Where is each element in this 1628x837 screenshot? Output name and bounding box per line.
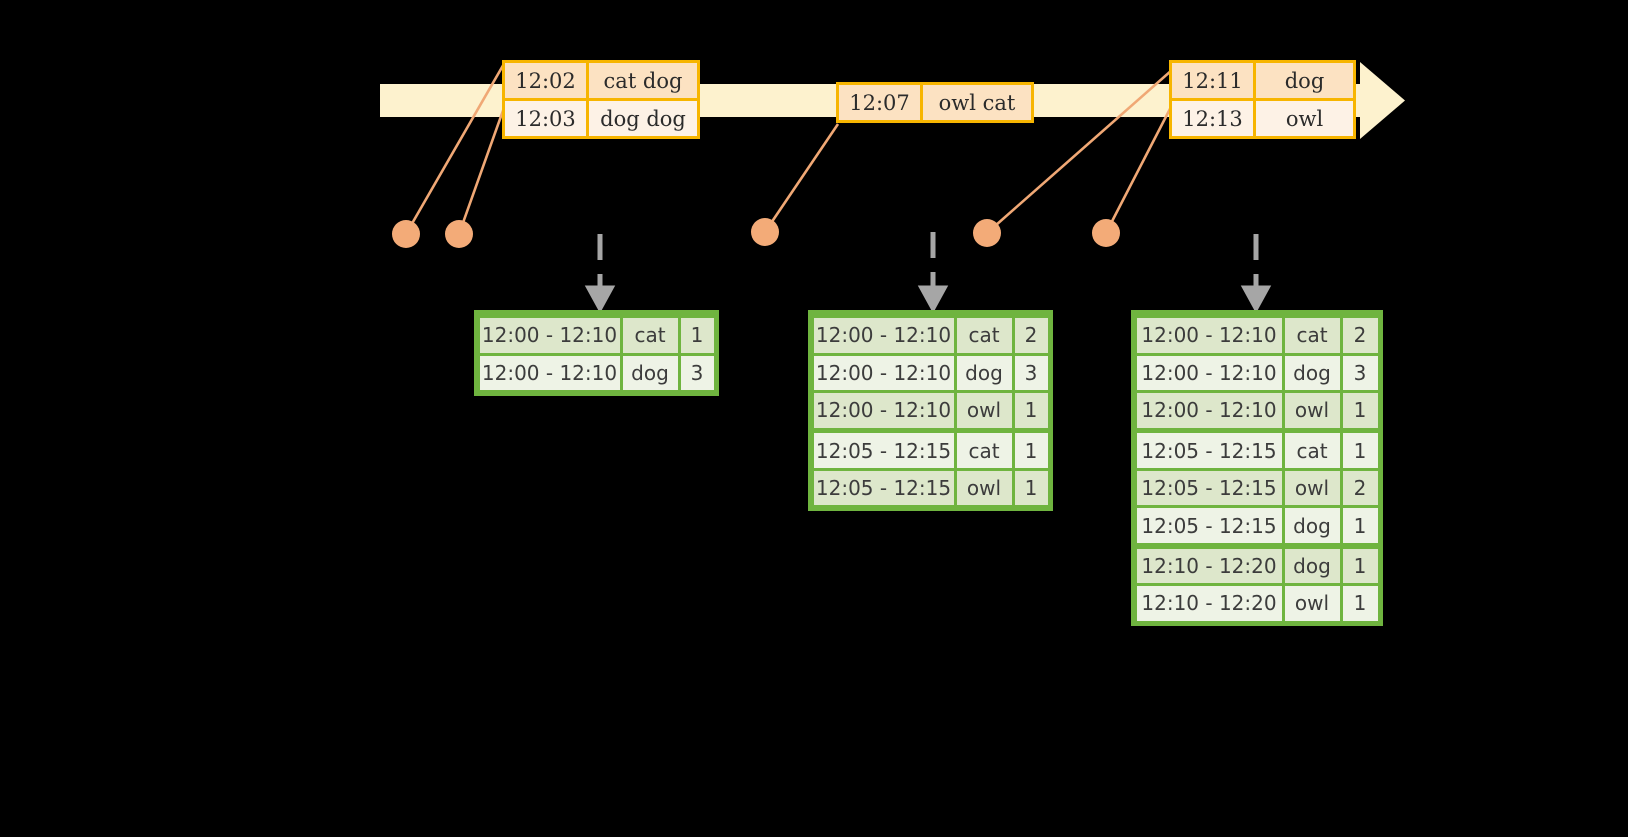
event-words: owl cat: [923, 85, 1031, 120]
table-row: 12:05 - 12:15 owl 2: [1135, 469, 1379, 507]
event-time: 12:13: [1172, 101, 1256, 136]
result-count: 1: [1342, 433, 1378, 468]
table-row: 12:05 - 12:15 cat 1: [1135, 432, 1379, 470]
event-dot-1: [392, 220, 420, 248]
table-row: 12:00 - 12:10 cat 2: [812, 317, 1049, 355]
result-window: 12:05 - 12:15: [1136, 433, 1282, 468]
event-time: 12:02: [505, 63, 589, 98]
result-count: 3: [1014, 355, 1048, 391]
result-arrow-3: [1240, 234, 1272, 314]
result-window: 12:05 - 12:15: [1136, 470, 1282, 506]
result-table-3: 12:00 - 12:10 cat 2 12:00 - 12:10 dog 3 …: [1131, 310, 1383, 627]
result-count: 1: [680, 318, 714, 353]
result-word: cat: [622, 318, 678, 353]
table-row: 12:00 - 12:10 dog 3: [478, 354, 715, 392]
result-count: 1: [1014, 470, 1048, 506]
result-word: owl: [956, 393, 1012, 428]
event-words: cat dog: [589, 63, 697, 98]
result-word: cat: [956, 433, 1012, 468]
result-window: 12:00 - 12:10: [479, 318, 620, 353]
event-row: 12:07 owl cat: [839, 85, 1031, 120]
table-row: 12:10 - 12:20 owl 1: [1135, 585, 1379, 623]
result-window: 12:10 - 12:20: [1136, 548, 1282, 584]
result-window: 12:00 - 12:10: [1136, 355, 1282, 391]
result-table-1: 12:00 - 12:10 cat 1 12:00 - 12:10 dog 3: [474, 310, 719, 396]
result-count: 2: [1342, 318, 1378, 353]
result-word: dog: [1284, 548, 1340, 584]
event-row: 12:13 owl: [1172, 98, 1353, 136]
result-word: dog: [1284, 508, 1340, 544]
event-dots: [392, 218, 1120, 248]
table-row: 12:10 - 12:20 dog 1: [1135, 547, 1379, 585]
table-row: 12:00 - 12:10 cat 1: [478, 317, 715, 355]
result-word: cat: [1284, 318, 1340, 353]
result-arrow-2: [917, 232, 949, 314]
result-window: 12:00 - 12:10: [813, 393, 954, 428]
result-word: dog: [956, 355, 1012, 391]
result-word: owl: [1284, 393, 1340, 428]
result-window: 12:00 - 12:10: [1136, 318, 1282, 353]
result-window: 12:05 - 12:15: [1136, 508, 1282, 544]
result-arrow-1: [584, 234, 616, 314]
result-count: 1: [1342, 508, 1378, 544]
result-count: 3: [1342, 355, 1378, 391]
result-word: owl: [1284, 470, 1340, 506]
result-count: 1: [1014, 433, 1048, 468]
event-time: 12:11: [1172, 63, 1256, 98]
event-time: 12:03: [505, 101, 589, 136]
event-dot-2: [445, 220, 473, 248]
result-window: 12:00 - 12:10: [813, 318, 954, 353]
result-window: 12:10 - 12:20: [1136, 586, 1282, 621]
result-count: 2: [1014, 318, 1048, 353]
result-window: 12:05 - 12:15: [813, 470, 954, 506]
result-word: cat: [1284, 433, 1340, 468]
event-dot-5: [1092, 219, 1120, 247]
event-row: 12:11 dog: [1172, 63, 1353, 98]
table-row: 12:00 - 12:10 cat 2: [1135, 317, 1379, 355]
result-table-2: 12:00 - 12:10 cat 2 12:00 - 12:10 dog 3 …: [808, 310, 1053, 511]
result-count: 1: [1014, 393, 1048, 428]
result-count: 1: [1342, 586, 1378, 621]
table-row: 12:00 - 12:10 owl 1: [1135, 392, 1379, 430]
table-row: 12:05 - 12:15 dog 1: [1135, 507, 1379, 545]
table-row: 12:00 - 12:10 dog 3: [812, 354, 1049, 392]
events-group-1: 12:02 cat dog 12:03 dog dog: [502, 60, 700, 139]
result-word: dog: [622, 355, 678, 391]
events-group-2: 12:07 owl cat: [836, 82, 1034, 123]
event-time: 12:07: [839, 85, 923, 120]
result-word: dog: [1284, 355, 1340, 391]
result-count: 2: [1342, 470, 1378, 506]
result-window: 12:00 - 12:10: [479, 355, 620, 391]
table-row: 12:05 - 12:15 cat 1: [812, 432, 1049, 470]
result-count: 1: [1342, 393, 1378, 428]
result-window: 12:00 - 12:10: [813, 355, 954, 391]
result-count: 1: [1342, 548, 1378, 584]
result-word: owl: [956, 470, 1012, 506]
table-row: 12:05 - 12:15 owl 1: [812, 469, 1049, 507]
result-count: 3: [680, 355, 714, 391]
result-word: owl: [1284, 586, 1340, 621]
table-row: 12:00 - 12:10 owl 1: [812, 392, 1049, 430]
event-dot-4: [973, 219, 1001, 247]
result-window: 12:05 - 12:15: [813, 433, 954, 468]
event-words: owl: [1256, 101, 1353, 136]
event-row: 12:02 cat dog: [505, 63, 697, 98]
result-window: 12:00 - 12:10: [1136, 393, 1282, 428]
event-words: dog dog: [589, 101, 697, 136]
events-group-3: 12:11 dog 12:13 owl: [1169, 60, 1356, 139]
event-words: dog: [1256, 63, 1353, 98]
result-word: cat: [956, 318, 1012, 353]
table-row: 12:00 - 12:10 dog 3: [1135, 354, 1379, 392]
event-dot-3: [751, 218, 779, 246]
result-arrows: [584, 232, 1272, 314]
event-row: 12:03 dog dog: [505, 98, 697, 136]
